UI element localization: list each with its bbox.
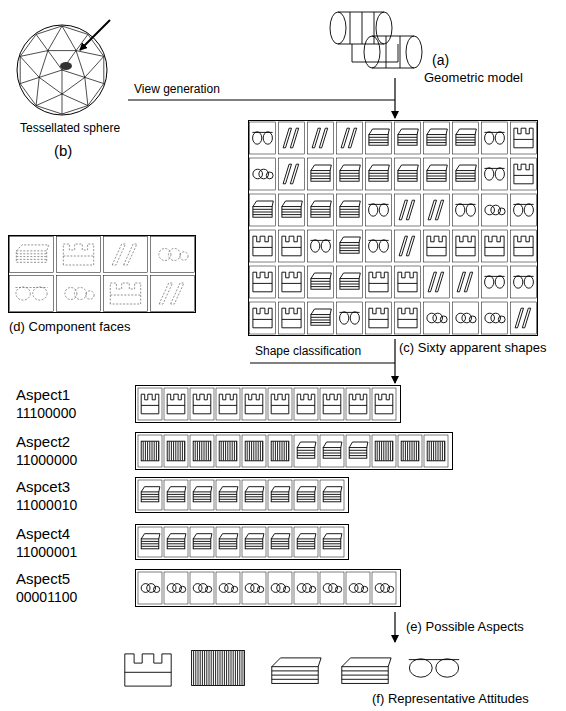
aspect-name: Aspect2 <box>16 433 70 450</box>
panel-letter: (b) <box>54 142 72 159</box>
figure-caption: (e) Possible Aspects <box>406 620 524 635</box>
figure-caption: Geometric model <box>424 71 523 86</box>
tessellated-sphere <box>17 25 107 115</box>
faces-panel: (d) Component faces <box>8 235 196 313</box>
aspect-strip: Aspect211000000 <box>135 432 453 470</box>
step-label: Shape classification <box>255 345 361 359</box>
figure-caption: Tessellated sphere <box>20 122 120 136</box>
aspect-name: Aspect4 <box>16 525 70 542</box>
aspect-code: 11000001 <box>16 544 77 560</box>
aspect-code: 11100000 <box>16 405 76 421</box>
aspect-strip: Aspect411000001 <box>135 524 349 560</box>
figure-caption: (c) Sixty apparent shapes <box>399 341 546 356</box>
shape-thumbnails <box>10 122 537 686</box>
aspect-code: 11000010 <box>16 497 77 513</box>
view-grid: (c) Sixty apparent shapes <box>248 120 538 336</box>
aspect-strip: Aspcet311000010 <box>135 477 349 513</box>
aspect-code: 11000000 <box>16 452 77 468</box>
aspect-strip: Aspect500001100 <box>135 569 401 607</box>
figure-caption: (f) Representative Attitudes <box>372 692 529 707</box>
figure-caption: (d) Component faces <box>9 320 130 335</box>
step-label: View generation <box>134 83 220 97</box>
geometric-model <box>330 12 422 68</box>
aspect-name: Aspcet3 <box>16 478 70 495</box>
aspect-name: Aspect1 <box>16 386 70 403</box>
aspect-strip: Aspect111100000 <box>135 385 401 423</box>
aspect-name: Aspect5 <box>16 570 70 587</box>
aspect-code: 00001100 <box>16 589 77 605</box>
panel-letter: (a) <box>432 52 449 68</box>
